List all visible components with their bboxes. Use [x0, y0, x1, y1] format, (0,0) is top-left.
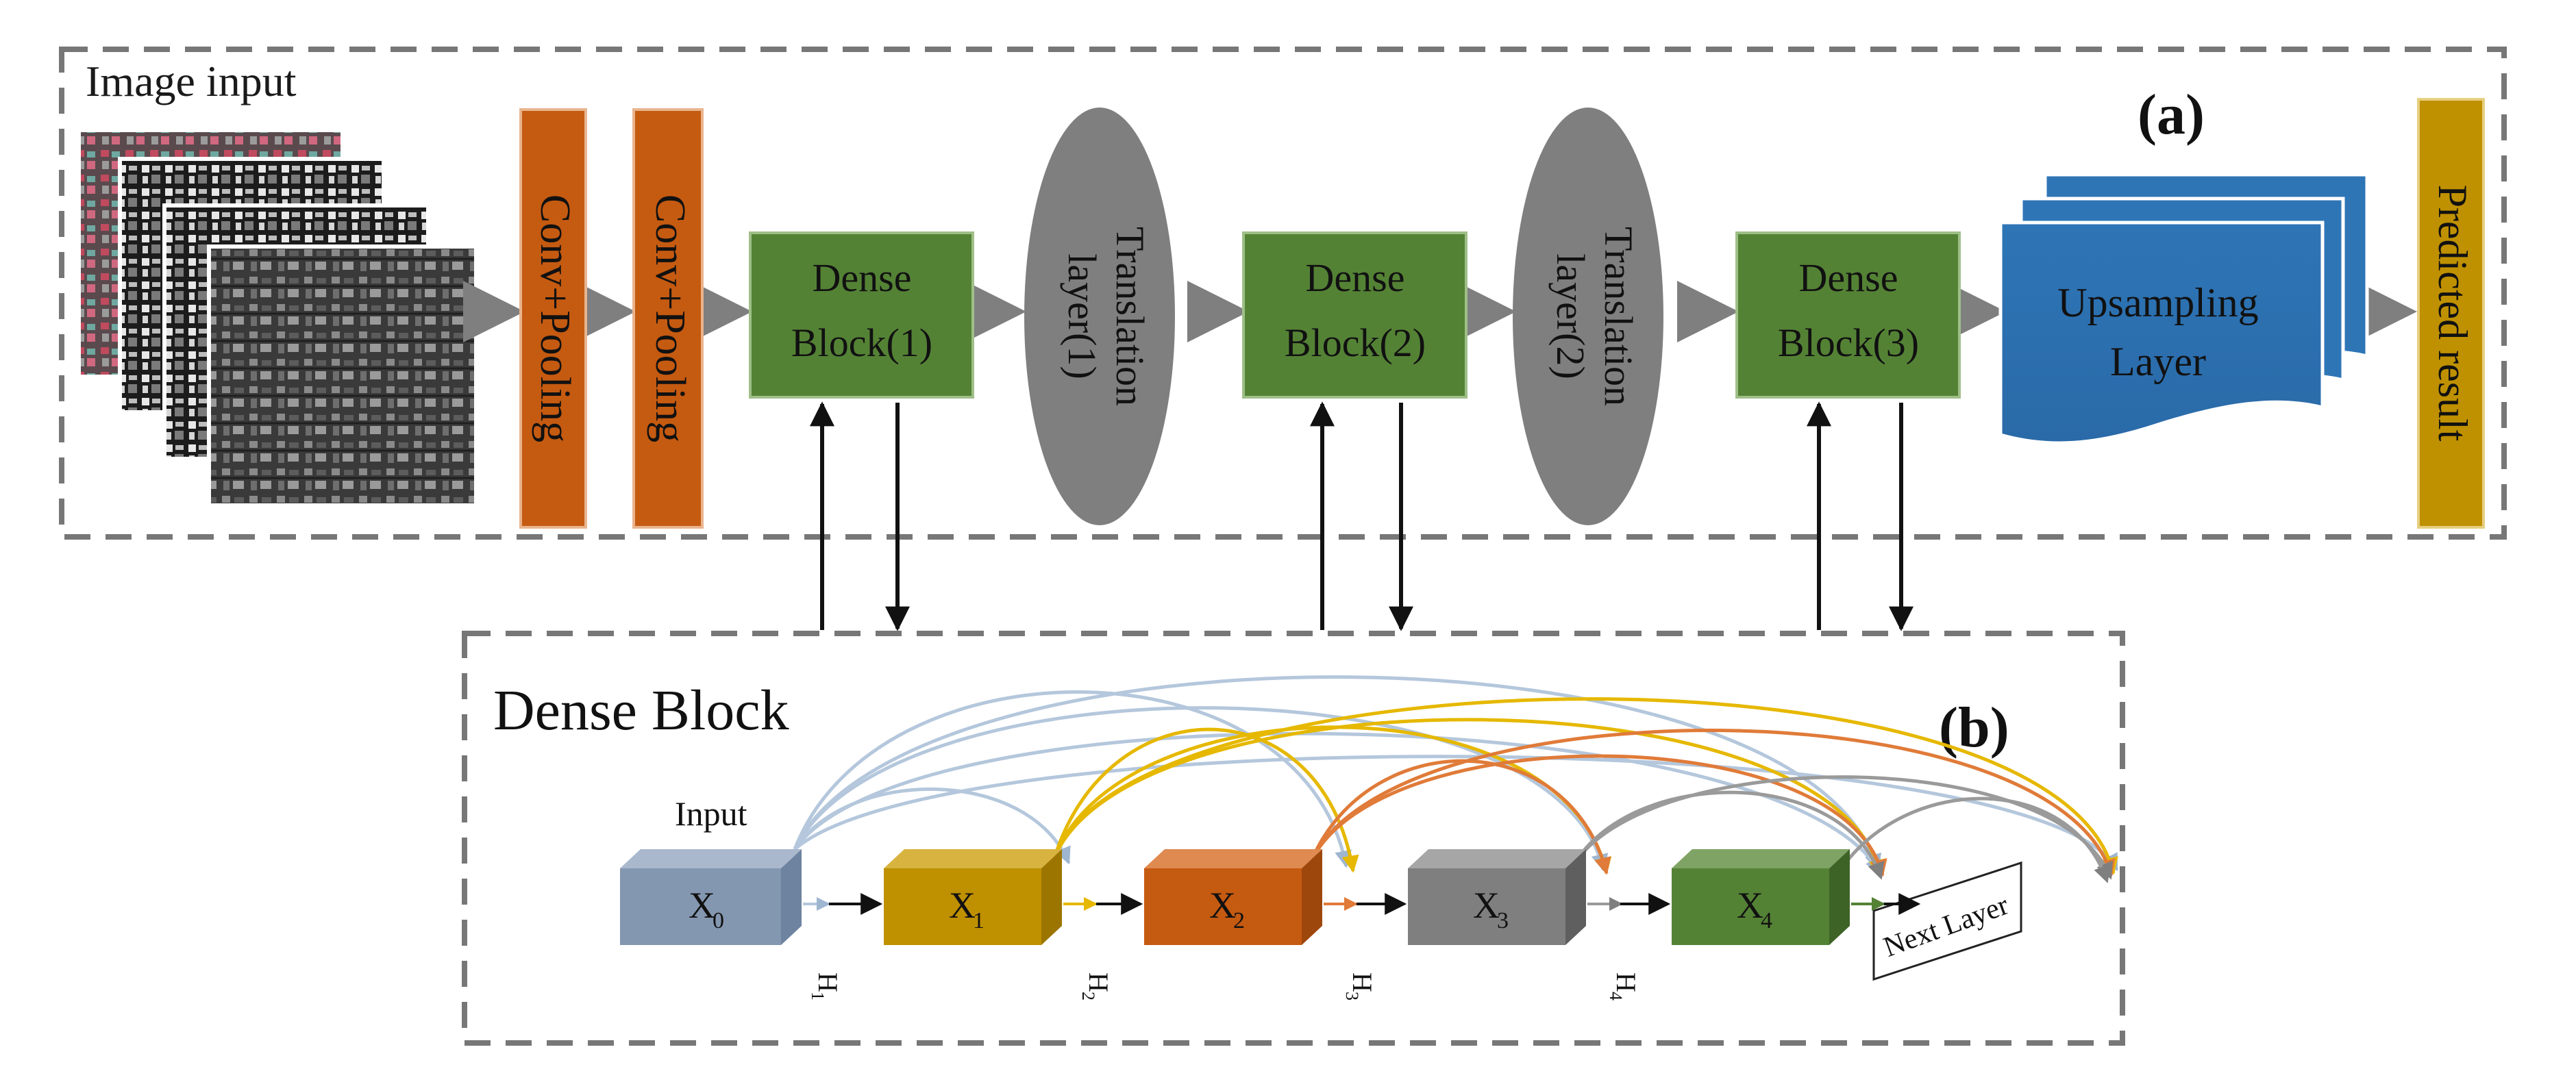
h3-label-group: H 3 — [1342, 972, 1378, 1001]
h3-sub: 3 — [1342, 992, 1362, 1001]
x2-sub: 2 — [1233, 908, 1245, 933]
skip-connections — [793, 675, 2119, 883]
conv-pooling-block-2: Conv+Pooling — [632, 108, 704, 529]
cube-x4: X 4 — [1672, 849, 1850, 945]
h4-label-group: H 4 — [1606, 972, 1642, 1001]
upsampling-layer: Upsampling Layer — [1998, 173, 2369, 445]
dense-block-2-line2: Block(2) — [1285, 320, 1426, 365]
x1-sub: 1 — [973, 908, 984, 933]
image-input-label: Image input — [86, 57, 297, 105]
upsampling-line1: Upsampling — [2057, 280, 2258, 325]
next-layer-box: Next Layer — [1872, 861, 2022, 981]
h4-sub: 4 — [1606, 992, 1626, 1001]
translation-layer-2-line2: layer(2) — [1548, 253, 1593, 379]
conv-pooling-block-1: Conv+Pooling — [519, 108, 587, 529]
upsampling-line2: Layer — [2110, 339, 2206, 384]
dense-block-2: Dense Block(2) — [1242, 231, 1467, 399]
panel-a-border — [59, 47, 2507, 540]
cube-x2: X 2 — [1144, 849, 1322, 945]
h2-sub: 2 — [1078, 992, 1098, 1001]
cube-x0: X 0 — [620, 849, 802, 945]
dense-block-3-line1: Dense — [1799, 255, 1898, 300]
translation-layer-2: Translation layer(2) — [1513, 108, 1663, 525]
dense-block-1: Dense Block(1) — [749, 231, 974, 399]
cube-x1: X 1 — [884, 849, 1062, 945]
x0-label: X — [689, 885, 715, 926]
x3-label: X — [1473, 885, 1500, 926]
translation-layer-1-line2: layer(1) — [1060, 253, 1104, 379]
dense-block-3: Dense Block(3) — [1735, 231, 1961, 399]
image-stack — [77, 128, 478, 507]
dense-block-3-line2: Block(3) — [1778, 320, 1919, 365]
translation-layer-1: Translation layer(1) — [1024, 108, 1175, 525]
upsampling-sheet-front — [1998, 221, 2325, 445]
x2-label: X — [1209, 885, 1236, 926]
h2-label: H — [1083, 972, 1114, 992]
cube-x3: X 3 — [1408, 849, 1586, 945]
predicted-result-block: Predicted result — [2417, 98, 2485, 529]
dense-block-1-line1: Dense — [813, 255, 912, 300]
panel-a-tag: (a) — [2138, 83, 2205, 147]
dense-block-1-line2: Block(1) — [791, 320, 932, 365]
x4-label: X — [1737, 885, 1763, 926]
dense-block-title: Dense Block — [493, 679, 789, 742]
h3-label: H — [1347, 972, 1378, 992]
input-label: Input — [675, 794, 747, 833]
x4-sub: 4 — [1761, 908, 1772, 933]
translation-layer-2-line1: Translation — [1596, 227, 1641, 406]
x3-sub: 3 — [1497, 908, 1509, 933]
x0-sub: 0 — [713, 908, 724, 933]
panel-b-border — [462, 631, 2125, 1046]
h2-label-group: H 2 — [1078, 972, 1114, 1001]
h1-label: H — [813, 972, 843, 992]
aerial-image-4 — [207, 244, 478, 507]
x1-label: X — [949, 885, 976, 926]
h1-label-group: H 1 — [808, 972, 843, 1001]
panel-b-tag: (b) — [1939, 696, 2009, 759]
predicted-result-label: Predicted result — [2430, 185, 2475, 442]
h4-label: H — [1611, 972, 1642, 992]
dense-block-2-line1: Dense — [1306, 255, 1405, 300]
conv-pooling-label-1: Conv+Pooling — [532, 194, 578, 442]
block-connectors — [810, 401, 1914, 631]
conv-pooling-label-2: Conv+Pooling — [647, 194, 693, 442]
h1-sub: 1 — [808, 992, 828, 1001]
translation-layer-1-line1: Translation — [1108, 227, 1152, 406]
